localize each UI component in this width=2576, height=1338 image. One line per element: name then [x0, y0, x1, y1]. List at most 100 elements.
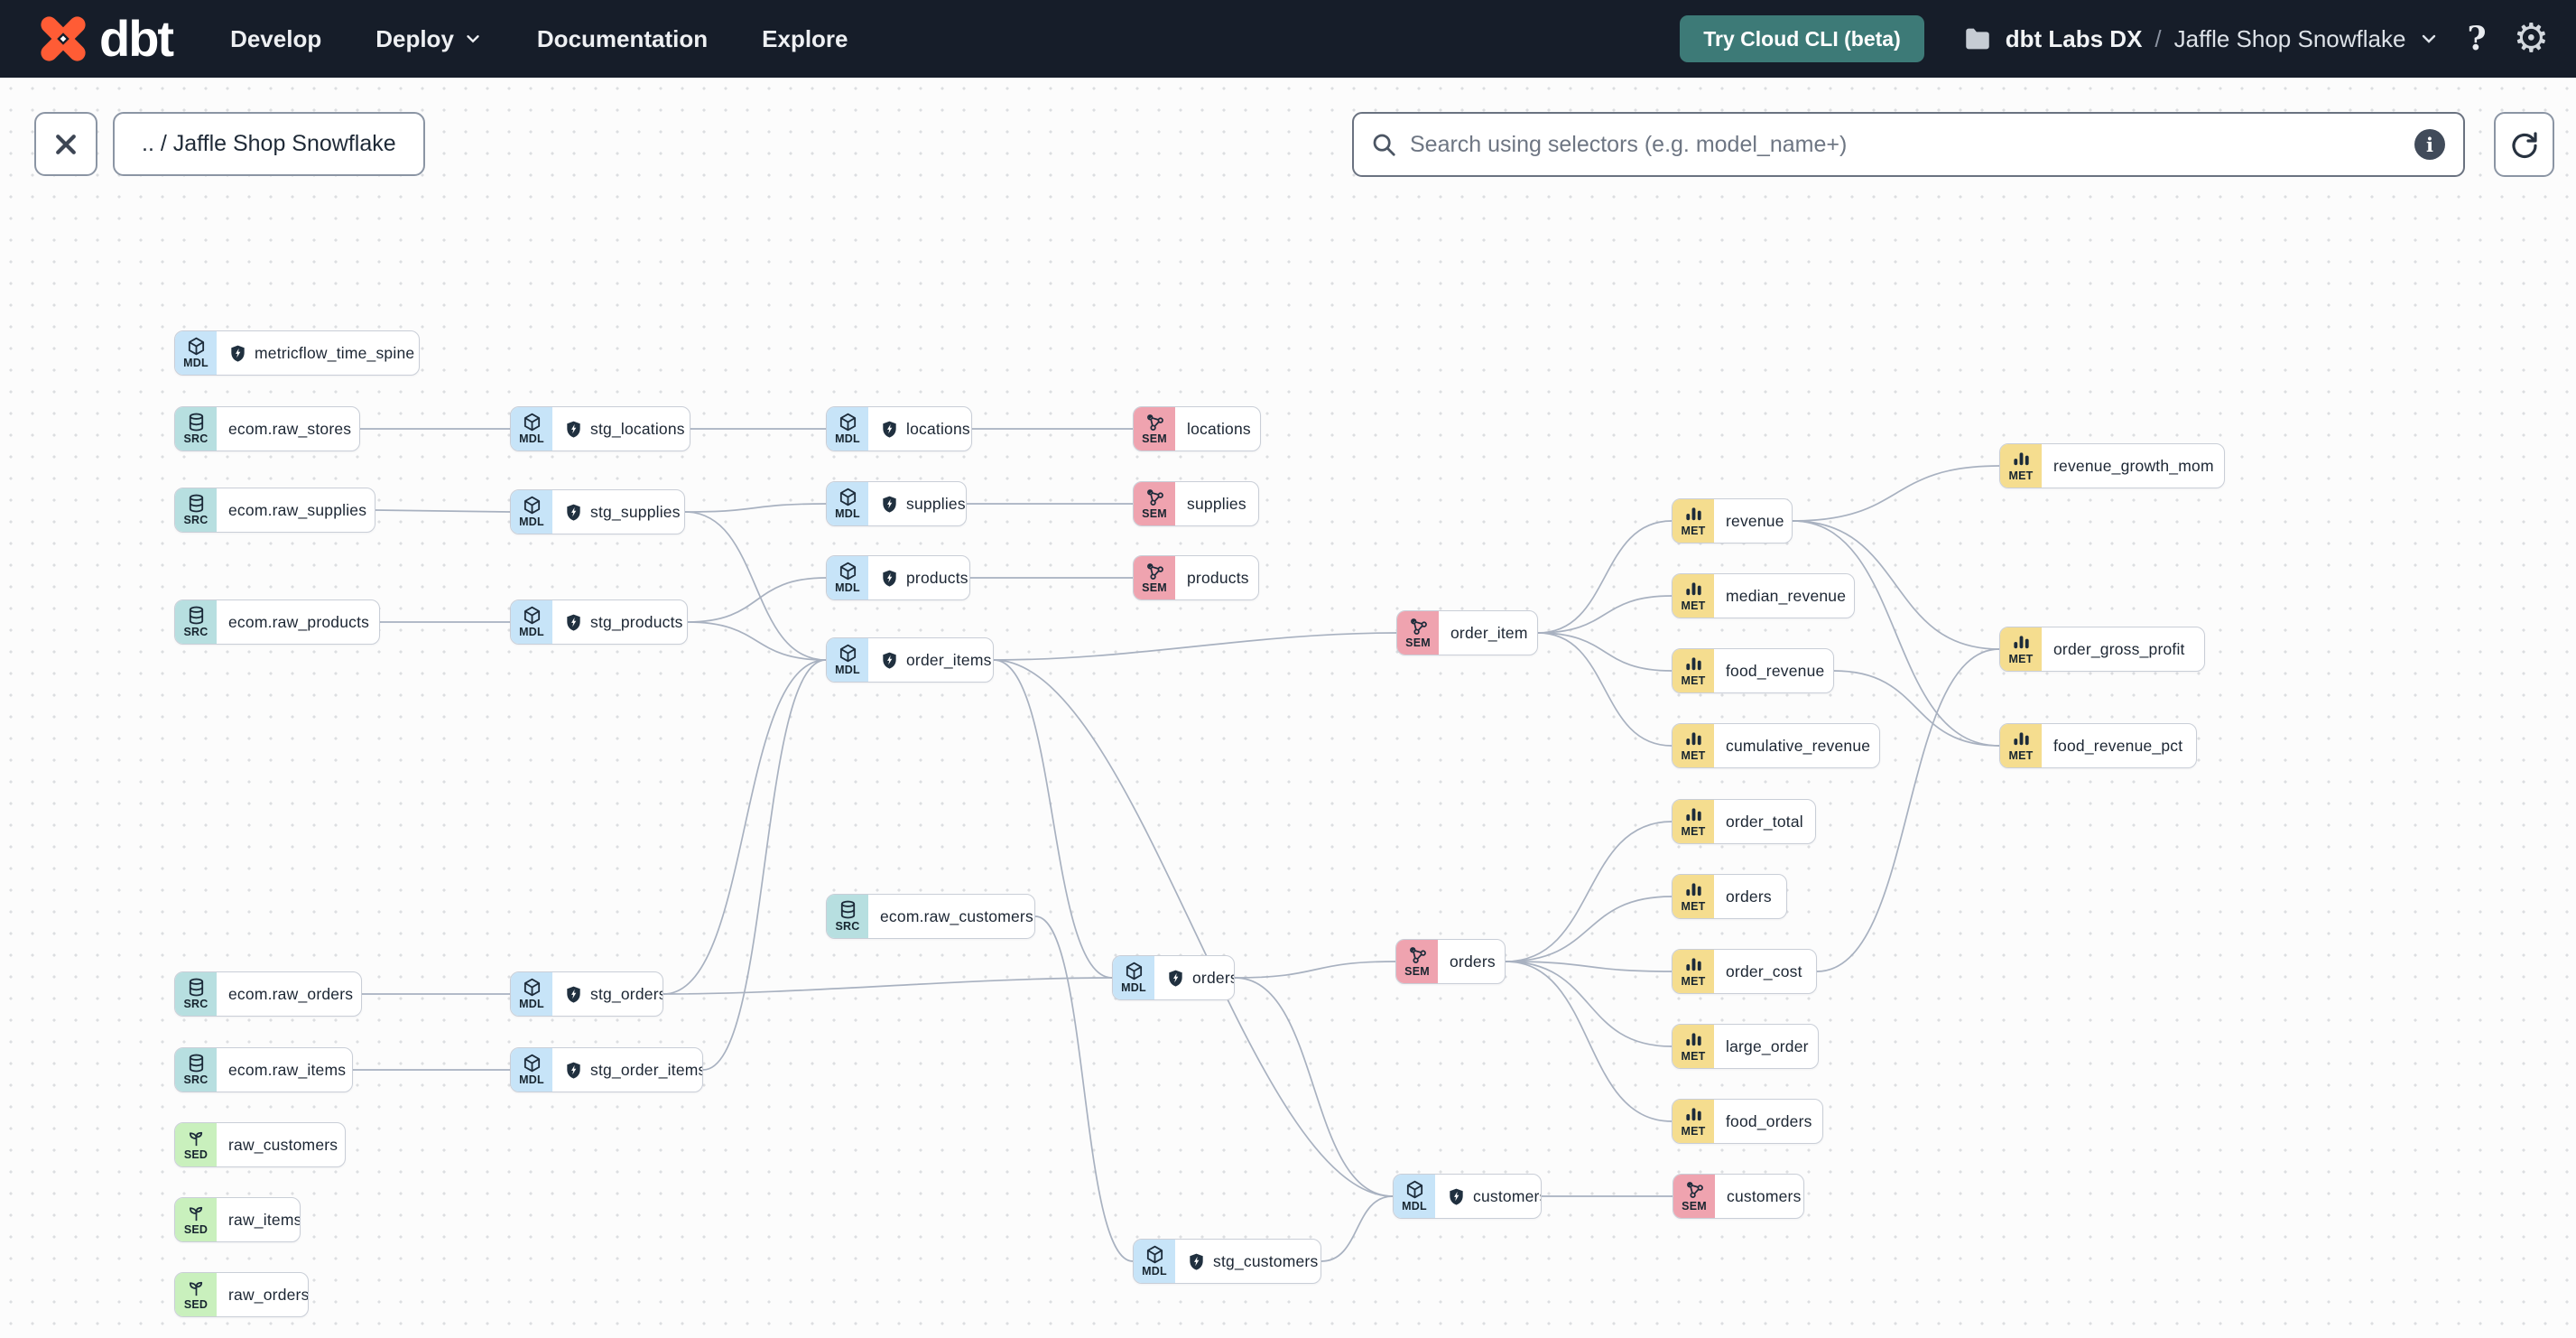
node-sem_customers[interactable]: SEM customers: [1673, 1174, 1804, 1219]
dbt-logo[interactable]: dbt: [36, 12, 174, 66]
topbar-nav: Develop Deploy Documentation Explore: [230, 25, 848, 53]
node-type-badge: SEM: [1134, 407, 1175, 451]
semantic-model-icon: [1407, 944, 1428, 965]
model-cube-icon: [1144, 1244, 1165, 1265]
semantic-model-icon: [1144, 561, 1165, 581]
node-body: food_revenue_pct: [2042, 724, 2195, 767]
node-type-label: MET: [1681, 975, 1706, 989]
node-label: order_cost: [1726, 962, 1802, 980]
node-body: products: [868, 556, 969, 599]
metric-bars-icon: [1683, 954, 1704, 975]
node-type-badge: MET: [1673, 950, 1714, 993]
source-database-icon: [186, 605, 207, 626]
node-body: ecom.raw_orders: [217, 972, 361, 1016]
node-body: orders: [1438, 940, 1505, 983]
node-type-label: MDL: [835, 664, 860, 677]
account-project-switcher[interactable]: dbt Labs DX / Jaffle Shop Snowflake: [1962, 23, 2441, 54]
node-type-badge: SED: [175, 1123, 217, 1166]
settings-button[interactable]: ⚙: [2514, 19, 2549, 59]
node-type-label: MDL: [183, 357, 208, 370]
nav-item-documentation[interactable]: Documentation: [537, 25, 708, 53]
help-button[interactable]: ?: [2467, 20, 2487, 58]
metric-bars-icon: [1683, 879, 1704, 900]
nav-item-label: Deploy: [375, 24, 454, 52]
info-icon[interactable]: i: [2414, 129, 2445, 160]
folder-icon: [1965, 28, 1989, 50]
node-body: customers: [1435, 1175, 1541, 1218]
shield-icon: [564, 985, 583, 1004]
node-type-label: MDL: [1142, 1265, 1167, 1278]
lineage-edge-met_revenue-to-met_food_revenue_pct: [1792, 520, 2000, 747]
breadcrumb[interactable]: .. / Jaffle Shop Snowflake: [113, 112, 425, 176]
node-label: orders: [1450, 952, 1496, 971]
node-label: orders: [1192, 968, 1235, 987]
try-cloud-cli-button[interactable]: Try Cloud CLI (beta): [1680, 15, 1924, 62]
node-type-label: MET: [1681, 825, 1706, 839]
lineage-canvas[interactable]: [0, 78, 2576, 1338]
lineage-edge-order_items-to-customers: [993, 659, 1394, 1197]
node-met_order_total[interactable]: MET order_total: [1672, 799, 1816, 844]
node-type-badge: SEM: [1134, 482, 1175, 525]
nav-item-explore[interactable]: Explore: [762, 25, 848, 53]
nav-item-deploy[interactable]: Deploy: [375, 25, 483, 53]
node-body: revenue_growth_mom: [2042, 444, 2224, 488]
node-orders[interactable]: MDL orders: [1112, 955, 1235, 1000]
node-body: supplies: [868, 482, 966, 525]
lineage-edge-stg_order_items-to-order_items: [702, 659, 827, 1071]
node-type-badge: SEM: [1673, 1175, 1715, 1218]
lineage-edge-sem_orders-to-met_food_orders: [1505, 961, 1673, 1122]
search-input[interactable]: [1410, 131, 2402, 158]
node-body: metricflow_time_spine: [217, 331, 419, 375]
node-label: revenue: [1726, 511, 1784, 530]
node-met_order_cost[interactable]: MET order_cost: [1672, 949, 1817, 994]
node-type-badge: MET: [2000, 627, 2042, 671]
close-lineage-button[interactable]: [34, 112, 97, 176]
node-type-label: MDL: [1121, 981, 1146, 995]
node-type-badge: MDL: [1134, 1240, 1175, 1283]
node-body: order_total: [1714, 800, 1815, 843]
node-label: customers: [1727, 1186, 1802, 1205]
node-body: stg_supplies: [552, 490, 684, 534]
node-body: revenue: [1714, 499, 1792, 543]
nav-item-develop[interactable]: Develop: [230, 25, 321, 53]
node-metricflow_time_spine[interactable]: MDL metricflow_time_spine: [174, 330, 420, 376]
refresh-button[interactable]: [2494, 112, 2554, 177]
lineage-edge-met_order_cost-to-met_order_gross_profit: [1816, 648, 2000, 972]
